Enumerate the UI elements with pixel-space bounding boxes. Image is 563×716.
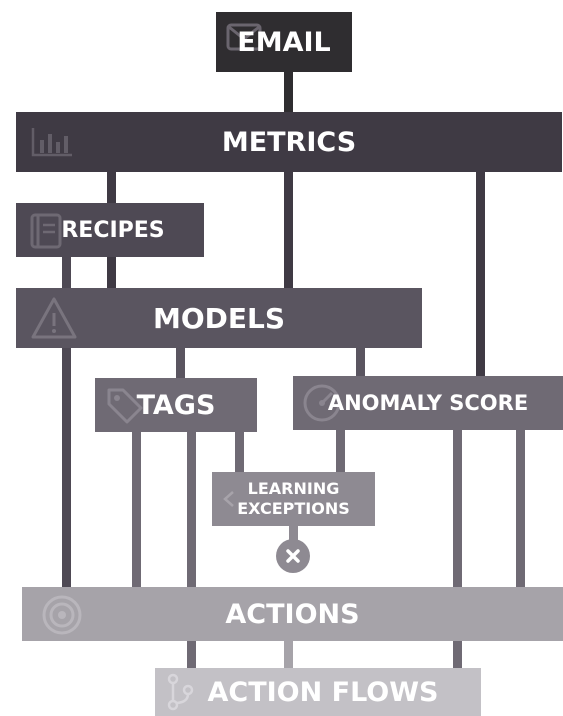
- book-icon: [26, 211, 66, 251]
- close-circle-icon: [276, 539, 310, 573]
- node-metrics-label: METRICS: [221, 126, 357, 158]
- connector-anomaly-actions-right: [516, 428, 525, 590]
- connector-tags-action-flows: [187, 430, 196, 670]
- connector-metrics-anomaly-score: [476, 170, 485, 378]
- connector-learning-exceptions-marker: [289, 524, 298, 544]
- node-tags-label: TAGS: [136, 389, 216, 421]
- connector-recipes-actions: [62, 255, 71, 590]
- node-tags: TAGS: [95, 378, 257, 432]
- node-actions: ACTIONS: [22, 587, 563, 641]
- gauge-icon: [301, 382, 343, 424]
- tag-icon: [103, 384, 145, 426]
- node-action-flows-label: ACTION FLOWS: [207, 676, 439, 708]
- node-anomaly-score: ANOMALY SCORE: [293, 376, 563, 430]
- connector-metrics-recipes: [107, 170, 116, 206]
- connector-models-tags: [176, 345, 185, 381]
- node-anomaly-score-label: ANOMALY SCORE: [327, 391, 529, 415]
- connector-metrics-models: [284, 170, 293, 290]
- envelope-icon: [226, 22, 262, 52]
- connector-models-anomaly-score: [356, 345, 365, 376]
- connector-tags-actions-left: [132, 430, 141, 590]
- branch-icon: [165, 672, 195, 712]
- chevron-icon: [218, 488, 240, 510]
- connector-recipes-models: [107, 255, 116, 291]
- connector-anomaly-action-flows: [453, 428, 462, 670]
- node-models-label: MODELS: [152, 301, 286, 335]
- node-recipes-label: RECIPES: [61, 217, 165, 243]
- warning-triangle-icon: [30, 296, 78, 340]
- connector-email-metrics: [284, 70, 293, 116]
- node-recipes: RECIPES: [16, 203, 204, 257]
- target-icon: [40, 593, 84, 637]
- node-learning-exceptions-label-line1: LEARNING: [247, 479, 340, 498]
- connector-anomaly-learning-exceptions: [336, 428, 345, 474]
- node-models: MODELS: [16, 288, 422, 348]
- node-learning-exceptions: LEARNING EXCEPTIONS: [212, 472, 375, 526]
- connector-tags-learning-exceptions: [235, 430, 244, 474]
- bar-chart-icon: [30, 126, 74, 158]
- node-metrics: METRICS: [16, 112, 562, 172]
- node-email-label: EMAIL: [237, 26, 331, 58]
- node-action-flows: ACTION FLOWS: [155, 668, 481, 716]
- node-learning-exceptions-label-line2: EXCEPTIONS: [237, 499, 350, 518]
- node-actions-label: ACTIONS: [225, 598, 360, 630]
- connector-actions-action-flows: [284, 638, 293, 670]
- node-email: EMAIL: [216, 12, 352, 72]
